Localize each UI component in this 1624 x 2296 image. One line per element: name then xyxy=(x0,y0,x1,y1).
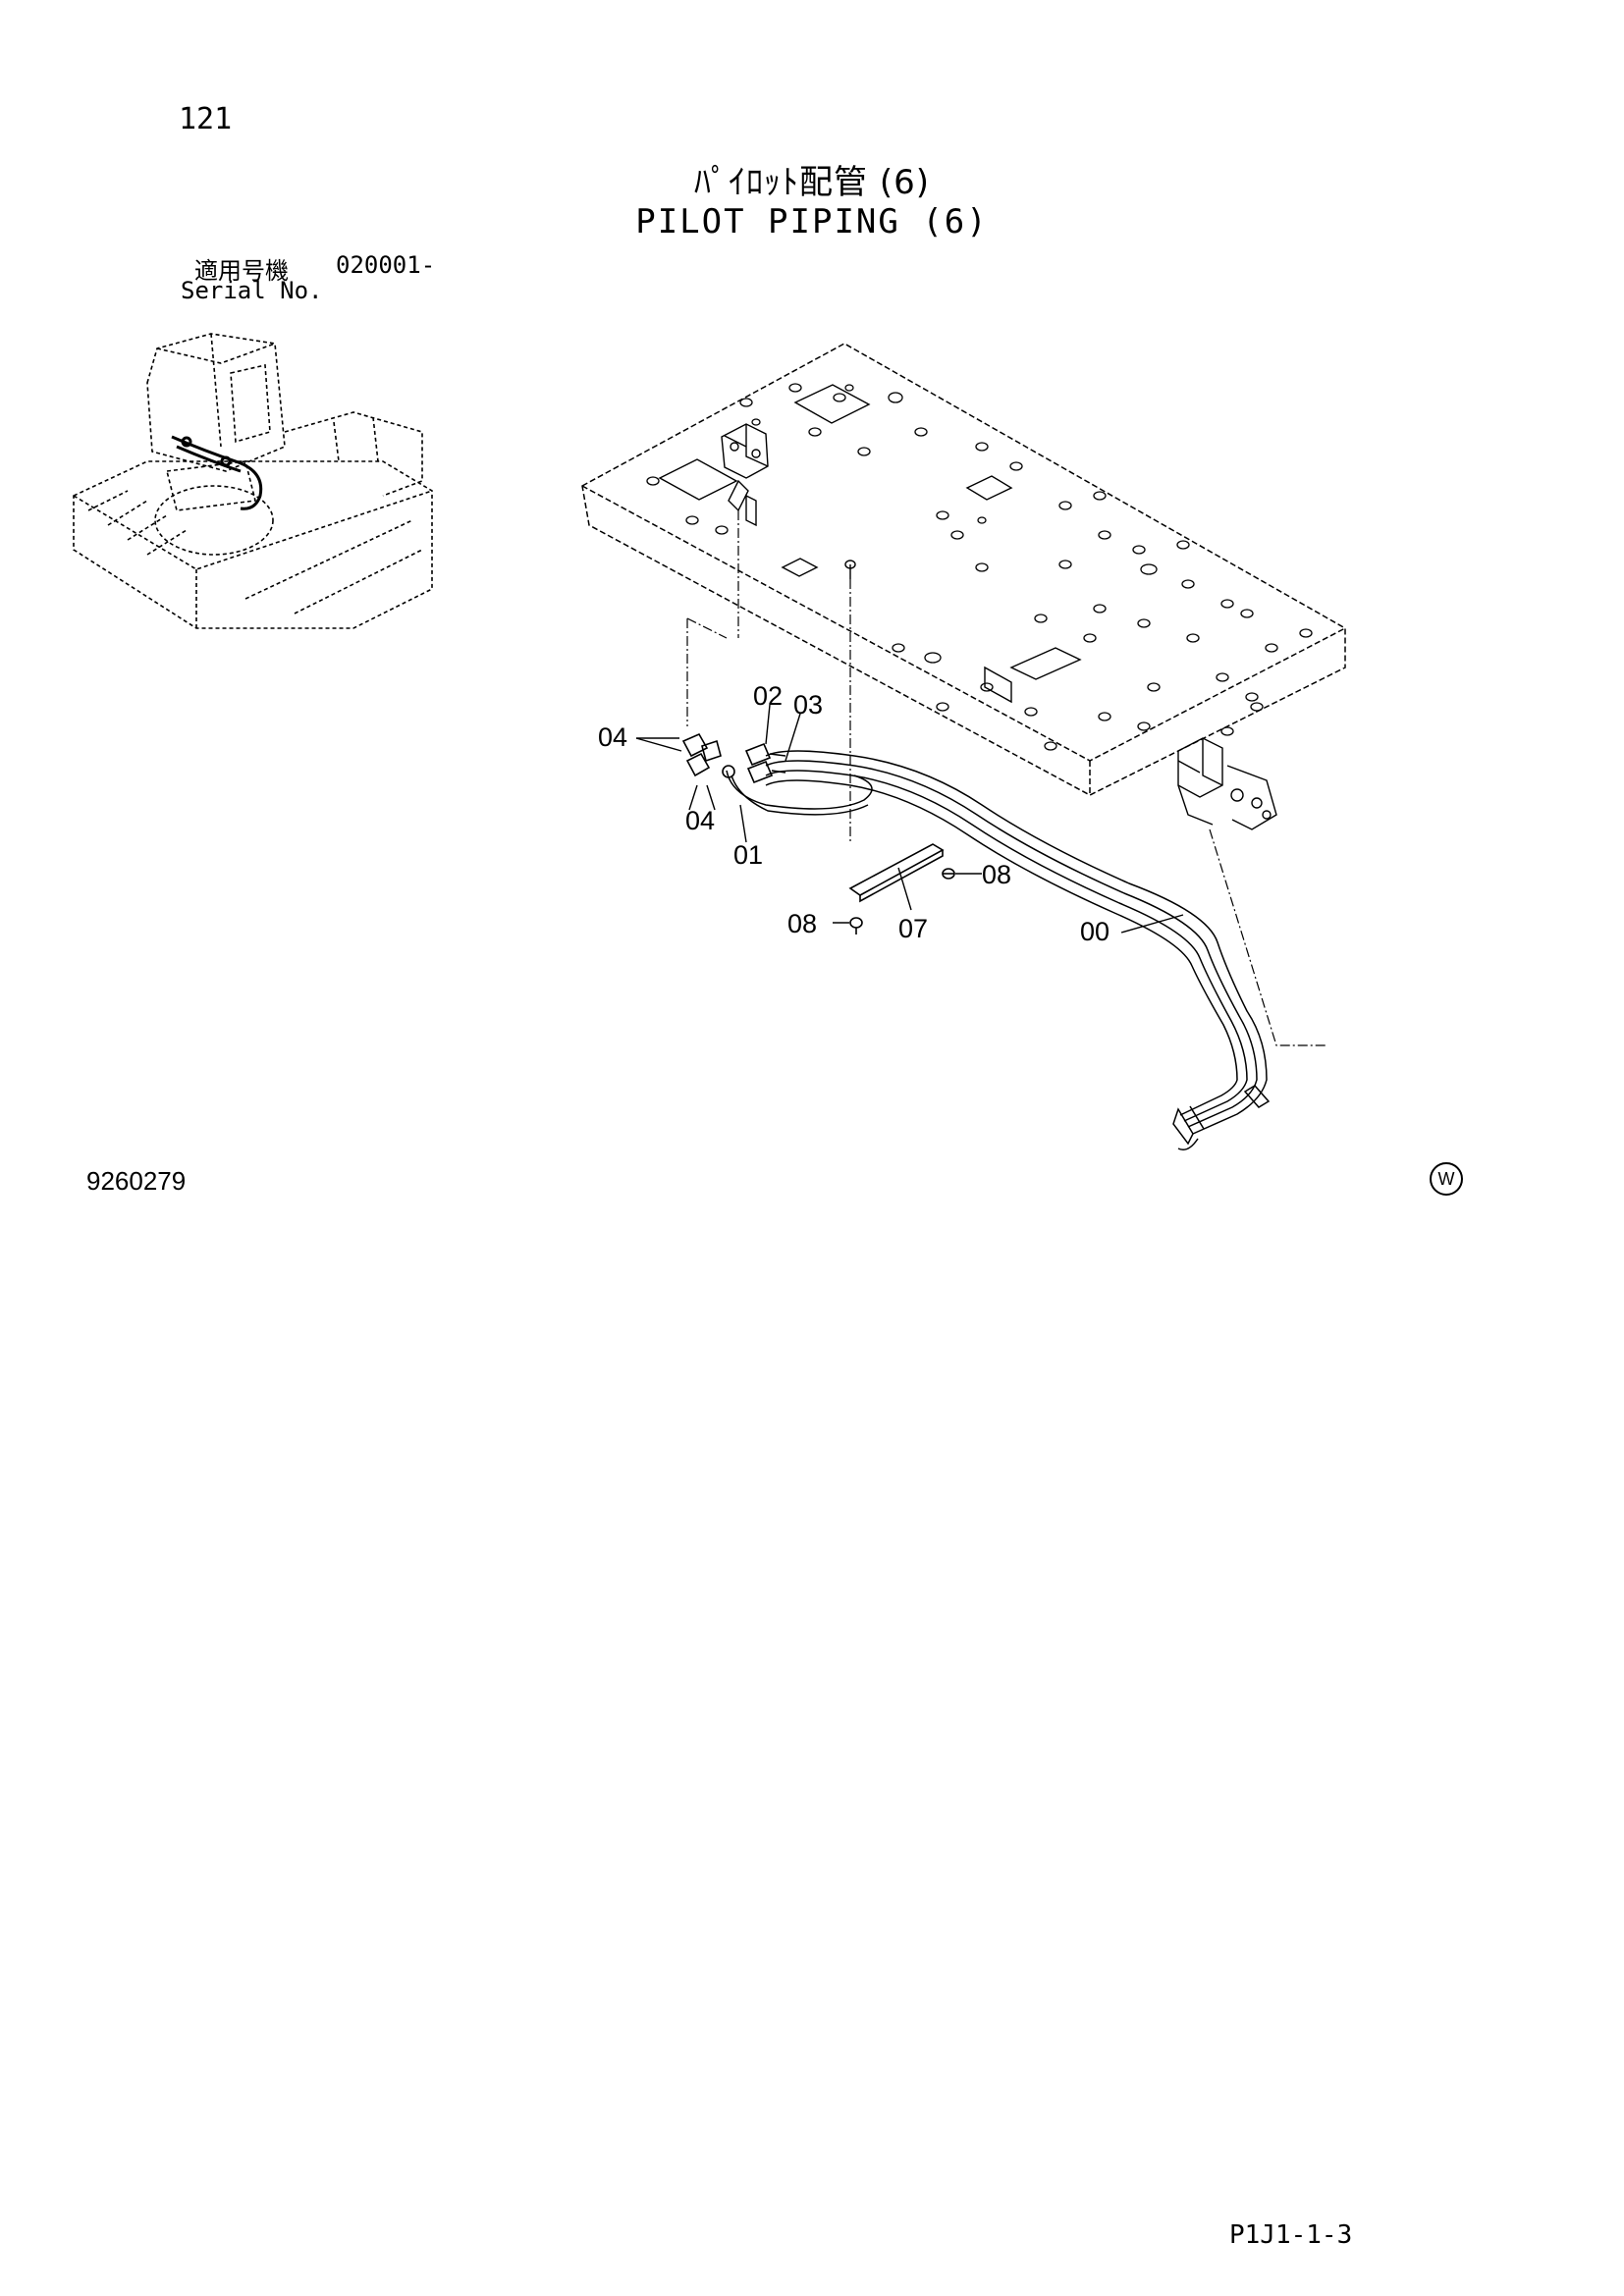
drawing-number: 9260279 xyxy=(86,1166,187,1196)
page-title-japanese: ﾊﾟｲﾛｯﾄ配管 (6) xyxy=(694,163,930,202)
page-number: 121 xyxy=(179,102,233,136)
revision-mark: W xyxy=(1430,1162,1463,1196)
floor-plate xyxy=(581,343,1346,796)
callout-04-top: 04 xyxy=(598,722,627,752)
excavator-overview-illustration xyxy=(73,333,433,629)
highlighted-piping-thumbnail xyxy=(171,435,263,510)
reference-lines xyxy=(686,510,1326,1046)
plate-details xyxy=(646,383,1313,830)
serial-label-english: Serial No. xyxy=(181,277,323,304)
serial-label-japanese: 適用号機 xyxy=(194,257,289,285)
callout-leaders xyxy=(635,704,1184,934)
callout-04-bottom: 04 xyxy=(685,806,715,835)
serial-number-value: 020001- xyxy=(336,251,436,279)
callout-01: 01 xyxy=(733,840,763,870)
page-title-english: PILOT PIPING (6) xyxy=(635,202,989,241)
hose-fittings xyxy=(681,732,786,784)
callout-03: 03 xyxy=(793,690,823,720)
callout-labels: 04 02 03 04 01 08 08 07 00 xyxy=(598,681,1110,946)
clamp-plate-07 xyxy=(848,843,945,903)
bolts-08 xyxy=(849,868,955,934)
callout-07: 07 xyxy=(898,914,928,943)
callout-08-left: 08 xyxy=(787,909,817,938)
callout-02: 02 xyxy=(753,681,783,711)
callout-08-right: 08 xyxy=(982,860,1011,889)
page-code: P1J1-1-3 xyxy=(1229,2220,1353,2250)
callout-00: 00 xyxy=(1080,917,1110,946)
pilot-hoses xyxy=(726,750,1271,1150)
